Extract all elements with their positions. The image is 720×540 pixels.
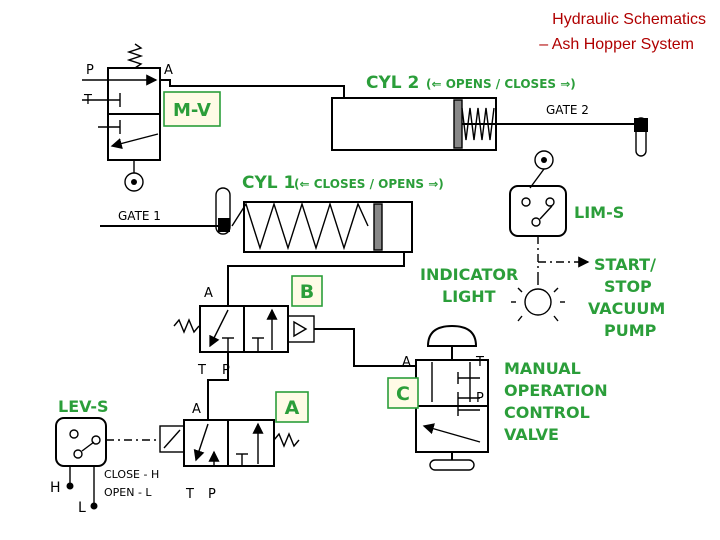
valve-a-label-box [275,391,309,423]
valve-a-label: A [285,397,300,419]
cyl1-note: (⇐ CLOSES / OPENS ⇒) [294,177,444,191]
cyl2-spring-icon [461,107,495,141]
manual-valve-button-icon [426,324,478,347]
diagram-title: Hydraulic Schematics [552,11,706,28]
valve-a [159,419,300,467]
pump-label-3: VACUUM [588,299,665,318]
valve-b-label: B [300,281,314,303]
lim-s-label: LIM-S [574,203,624,222]
manual-valve-c [415,324,489,471]
manual-label-4: VALVE [504,425,559,444]
valve-c-port-a: A [402,355,411,370]
valve-a-spring-icon [273,432,300,448]
open-l-label: OPEN - L [104,486,152,499]
gate2-clevis [634,118,648,132]
gate2-rod [635,117,647,157]
mv-label: M-V [173,100,211,121]
cyl1 [100,187,413,253]
valve-b-port-p: P [222,363,230,378]
valve-a-port-a: A [192,402,201,417]
manual-label-1: MANUAL [504,359,581,378]
mv-spring-icon [126,43,144,69]
pump-label-4: PUMP [604,321,657,340]
cyl1-spring-icon [231,201,369,251]
diagram-subtitle: – Ash Hopper System [539,36,694,53]
valve-b-port-t: T [197,363,206,378]
valve-a-port-p: P [208,487,216,502]
line-b-to-c [314,328,416,367]
gate2-label: GATE 2 [546,103,589,117]
valve-b-port-a: A [204,286,213,301]
line-cyl1-to-valve-b [227,252,405,306]
lim-s-switch [509,150,567,237]
valve-b-label-box [291,275,323,307]
valve-a-port-t: T [185,487,194,502]
cyl2-label: CYL 2 [366,73,419,93]
gate1-clevis [218,218,230,232]
cyl1-label: CYL 1 [242,173,295,193]
lev-s-port-l: L [78,500,86,516]
mv-valve [82,43,161,192]
lev-s-switch [55,417,158,510]
cyl2-piston [453,99,463,149]
mv-port-t: T [83,93,92,108]
pump-label-1: START/ [594,255,656,274]
cyl1-body [243,201,413,253]
line-b-to-a [207,352,229,420]
pump-label-2: STOP [604,277,652,296]
manual-valve-base [429,459,475,471]
indicator-light-icon [511,280,565,322]
gate1-label: GATE 1 [118,209,161,223]
lev-s-label: LEV-S [58,397,109,416]
indicator-label-2: LIGHT [442,287,496,306]
valve-b [173,305,315,353]
close-h-label: CLOSE - H [104,468,159,481]
lev-s-body [55,417,107,467]
gate1-rod [215,187,231,235]
manual-label-2: OPERATION [504,381,608,400]
cyl2 [331,97,648,157]
mv-port-a: A [164,63,173,78]
valve-b-pilot [287,315,315,343]
valve-c-port-t: T [475,355,484,370]
valve-b-spring-icon [173,318,200,334]
mv-label-box [163,91,221,127]
valve-c-label-box [387,377,419,409]
indicator-label-1: INDICATOR [420,265,518,284]
cyl2-note: (⇐ OPENS / CLOSES ⇒) [426,77,576,91]
mv-port-p: P [86,63,94,78]
lim-s-body [509,185,567,237]
manual-label-3: CONTROL [504,403,590,422]
line-mv-to-cyl2 [160,79,345,98]
valve-c-port-p: P [476,391,484,406]
mv-roller-icon [124,172,144,192]
lev-s-port-h: H [50,480,61,496]
cyl1-piston [373,203,383,251]
valve-c-label: C [396,383,410,405]
